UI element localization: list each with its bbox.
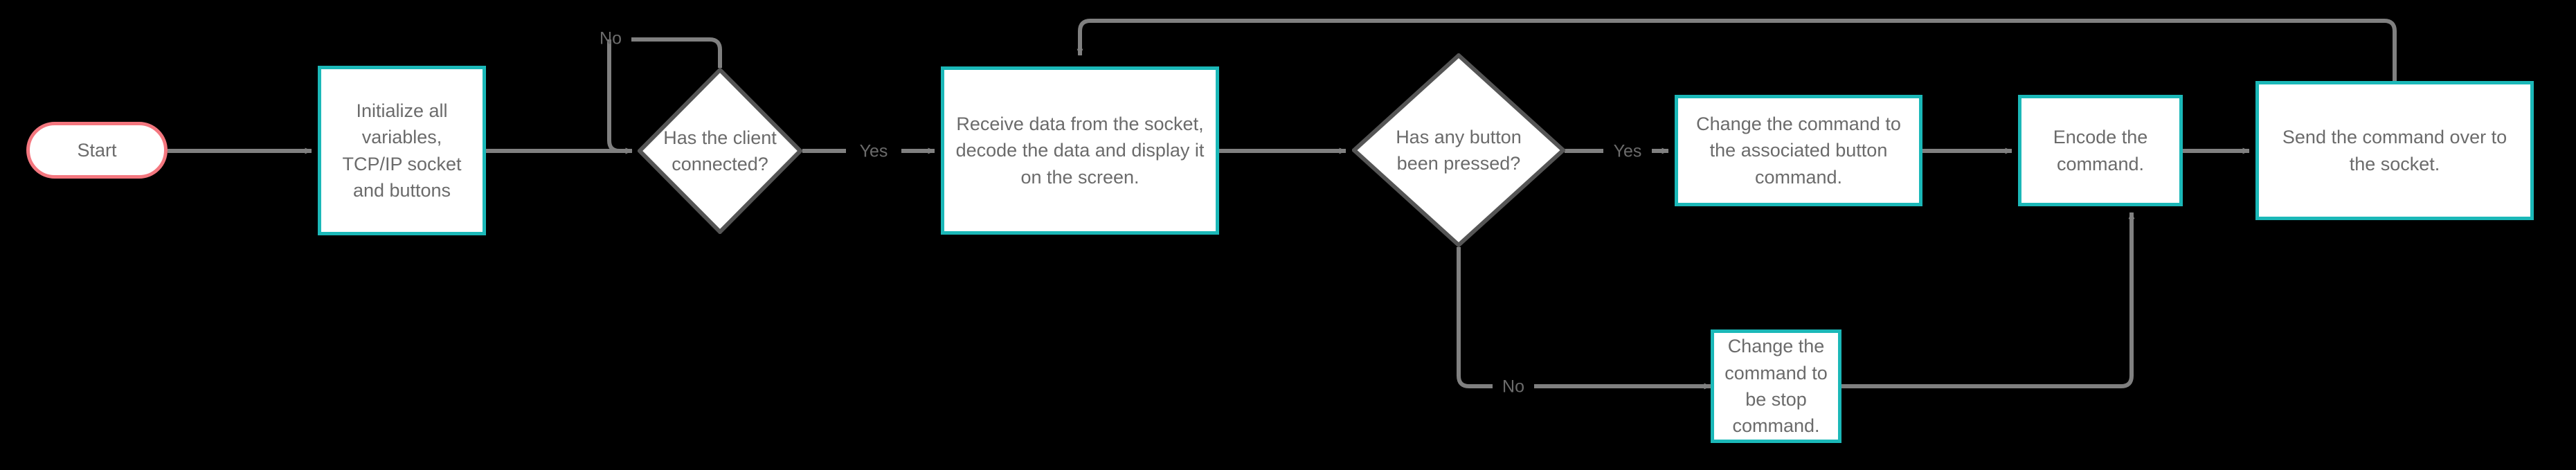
node-change-to-button-command[interactable]: Change the command to the associated but… — [1675, 95, 1922, 206]
node-button-pressed-label: Has any button been pressed? — [1396, 124, 1522, 177]
node-client-connected-decision[interactable]: Has the client connected? — [638, 68, 802, 234]
edge-label-button-no: No — [1502, 377, 1524, 397]
node-send-command-label: Send the command over to the socket. — [2282, 127, 2507, 174]
edge-client-decision-no-return — [607, 39, 633, 154]
edge-send-loopback — [1077, 19, 2397, 81]
node-client-connected-label: Has the client connected? — [663, 125, 777, 178]
node-send-command[interactable]: Send the command over to the socket. — [2255, 81, 2534, 220]
node-initialize[interactable]: Initialize all variables, TCP/IP socket … — [318, 66, 486, 235]
node-initialize-label: Initialize all variables, TCP/IP socket … — [342, 100, 462, 201]
node-change-to-stop-command[interactable]: Change the command to be stop command. — [1711, 329, 1841, 443]
diamond-shape-client — [638, 68, 802, 234]
diamond-shape-button — [1352, 53, 1565, 247]
node-client-connected-line2: connected? — [672, 154, 768, 174]
node-encode-command-label: Encode the command. — [2053, 127, 2148, 174]
node-receive-data-label: Receive data from the socket, decode the… — [955, 114, 1205, 188]
edge-label-client-no: No — [600, 28, 622, 48]
edge-label-client-yes: Yes — [859, 141, 888, 161]
edge-label-button-yes: Yes — [1613, 141, 1642, 161]
node-change-to-button-command-label: Change the command to the associated but… — [1696, 114, 1901, 188]
node-start-label: Start — [77, 139, 117, 161]
node-encode-command[interactable]: Encode the command. — [2018, 95, 2183, 206]
node-button-pressed-line2: been pressed? — [1396, 153, 1521, 174]
edge-button-decision-no — [1457, 247, 1493, 388]
edge-stop-command-to-encode — [1841, 212, 2135, 388]
node-start[interactable]: Start — [26, 122, 168, 179]
node-receive-data[interactable]: Receive data from the socket, decode the… — [941, 66, 1219, 235]
node-change-to-stop-command-label: Change the command to be stop command. — [1724, 336, 1828, 437]
node-client-connected-line1: Has the client — [663, 127, 777, 148]
node-button-pressed-decision[interactable]: Has any button been pressed? — [1352, 53, 1565, 247]
node-button-pressed-line1: Has any button — [1396, 126, 1522, 147]
edge-client-decision-no-loop — [631, 37, 722, 68]
